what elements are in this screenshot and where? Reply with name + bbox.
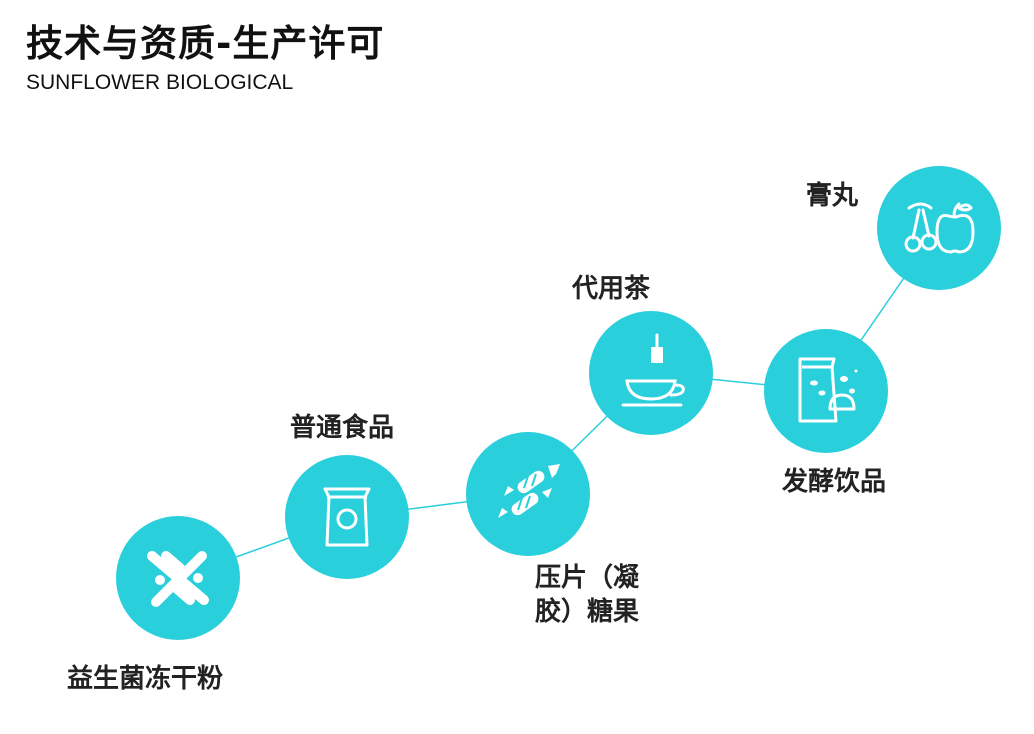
food-package-icon <box>323 487 371 547</box>
label-paste: 膏丸 <box>806 181 859 211</box>
tea-cup-icon <box>621 333 685 407</box>
label-tea: 代用茶 <box>572 274 651 304</box>
label-candy-line2: 胶）糖果 <box>535 597 640 627</box>
fermented-drink-icon <box>798 357 858 423</box>
node-paste <box>877 166 1001 290</box>
node-probiotic <box>116 516 240 640</box>
node-tea <box>589 311 713 435</box>
node-drink <box>764 329 888 453</box>
page-title: 技术与资质-生产许可 <box>26 22 385 65</box>
candy-icon <box>498 464 560 518</box>
label-probiotic: 益生菌冻干粉 <box>67 664 224 694</box>
page-subtitle: SUNFLOWER BIOLOGICAL <box>26 71 294 94</box>
node-food <box>285 455 409 579</box>
label-drink: 发酵饮品 <box>782 467 887 497</box>
label-food: 普通食品 <box>290 413 395 443</box>
probiotic-icon <box>147 551 209 607</box>
label-candy-line1: 压片（凝 <box>535 563 640 593</box>
node-candy <box>466 432 590 556</box>
fruit-icon <box>904 202 975 254</box>
